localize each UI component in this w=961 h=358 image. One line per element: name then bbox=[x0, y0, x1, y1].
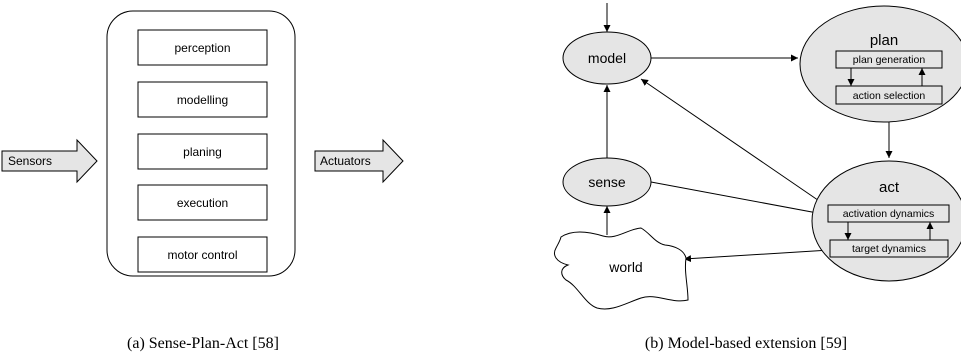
sensors-arrow: Sensors bbox=[1, 138, 98, 184]
act-to-model-arrow bbox=[640, 78, 829, 208]
model-node: model bbox=[562, 31, 652, 85]
world-node: world bbox=[554, 227, 689, 310]
layer-label: execution bbox=[177, 196, 228, 210]
layer-label: motor control bbox=[167, 248, 237, 262]
action-selection-label: action selection bbox=[853, 90, 926, 102]
layer-label: perception bbox=[174, 41, 230, 55]
layer-label: modelling bbox=[177, 93, 228, 107]
sense-node: sense bbox=[562, 157, 652, 207]
layer-box-perception: perception bbox=[137, 29, 268, 66]
model-label: model bbox=[588, 50, 626, 66]
target-dynamics-box bbox=[829, 239, 949, 258]
world-label: world bbox=[608, 259, 642, 275]
layer-box-modelling: modelling bbox=[137, 81, 268, 118]
plan-generation-label: plan generation bbox=[853, 54, 926, 66]
caption-b: (b) Model-based extension [59] bbox=[645, 335, 847, 352]
sensors-label: Sensors bbox=[8, 154, 52, 168]
sense-to-act-arrow bbox=[650, 181, 829, 218]
model-based-diagram: model sense world plan plan generation a… bbox=[554, 3, 961, 352]
activation-dynamics-label: activation dynamics bbox=[843, 208, 935, 220]
act-to-world-arrow bbox=[683, 249, 831, 263]
target-dynamics-label: target dynamics bbox=[852, 243, 926, 255]
activation-dynamics-box bbox=[827, 204, 950, 223]
plan-node: plan plan generation action selection bbox=[799, 5, 961, 123]
actuators-label: Actuators bbox=[320, 154, 371, 168]
plan-generation-box bbox=[835, 50, 943, 69]
act-node: act activation dynamics target dynamics bbox=[811, 160, 961, 282]
layer-box-motor-control: motor control bbox=[137, 236, 268, 273]
sense-plan-act-diagram: Sensors perception modelling planing exe… bbox=[1, 10, 404, 352]
actuators-arrow: Actuators bbox=[314, 138, 404, 184]
layer-box-execution: execution bbox=[137, 184, 268, 221]
layer-label: planing bbox=[183, 145, 222, 159]
act-title: act bbox=[879, 179, 900, 196]
action-selection-box bbox=[835, 85, 943, 105]
sense-label: sense bbox=[588, 174, 626, 190]
layer-box-planing: planing bbox=[137, 133, 268, 170]
caption-a: (a) Sense-Plan-Act [58] bbox=[127, 335, 279, 352]
plan-title: plan bbox=[870, 32, 898, 49]
